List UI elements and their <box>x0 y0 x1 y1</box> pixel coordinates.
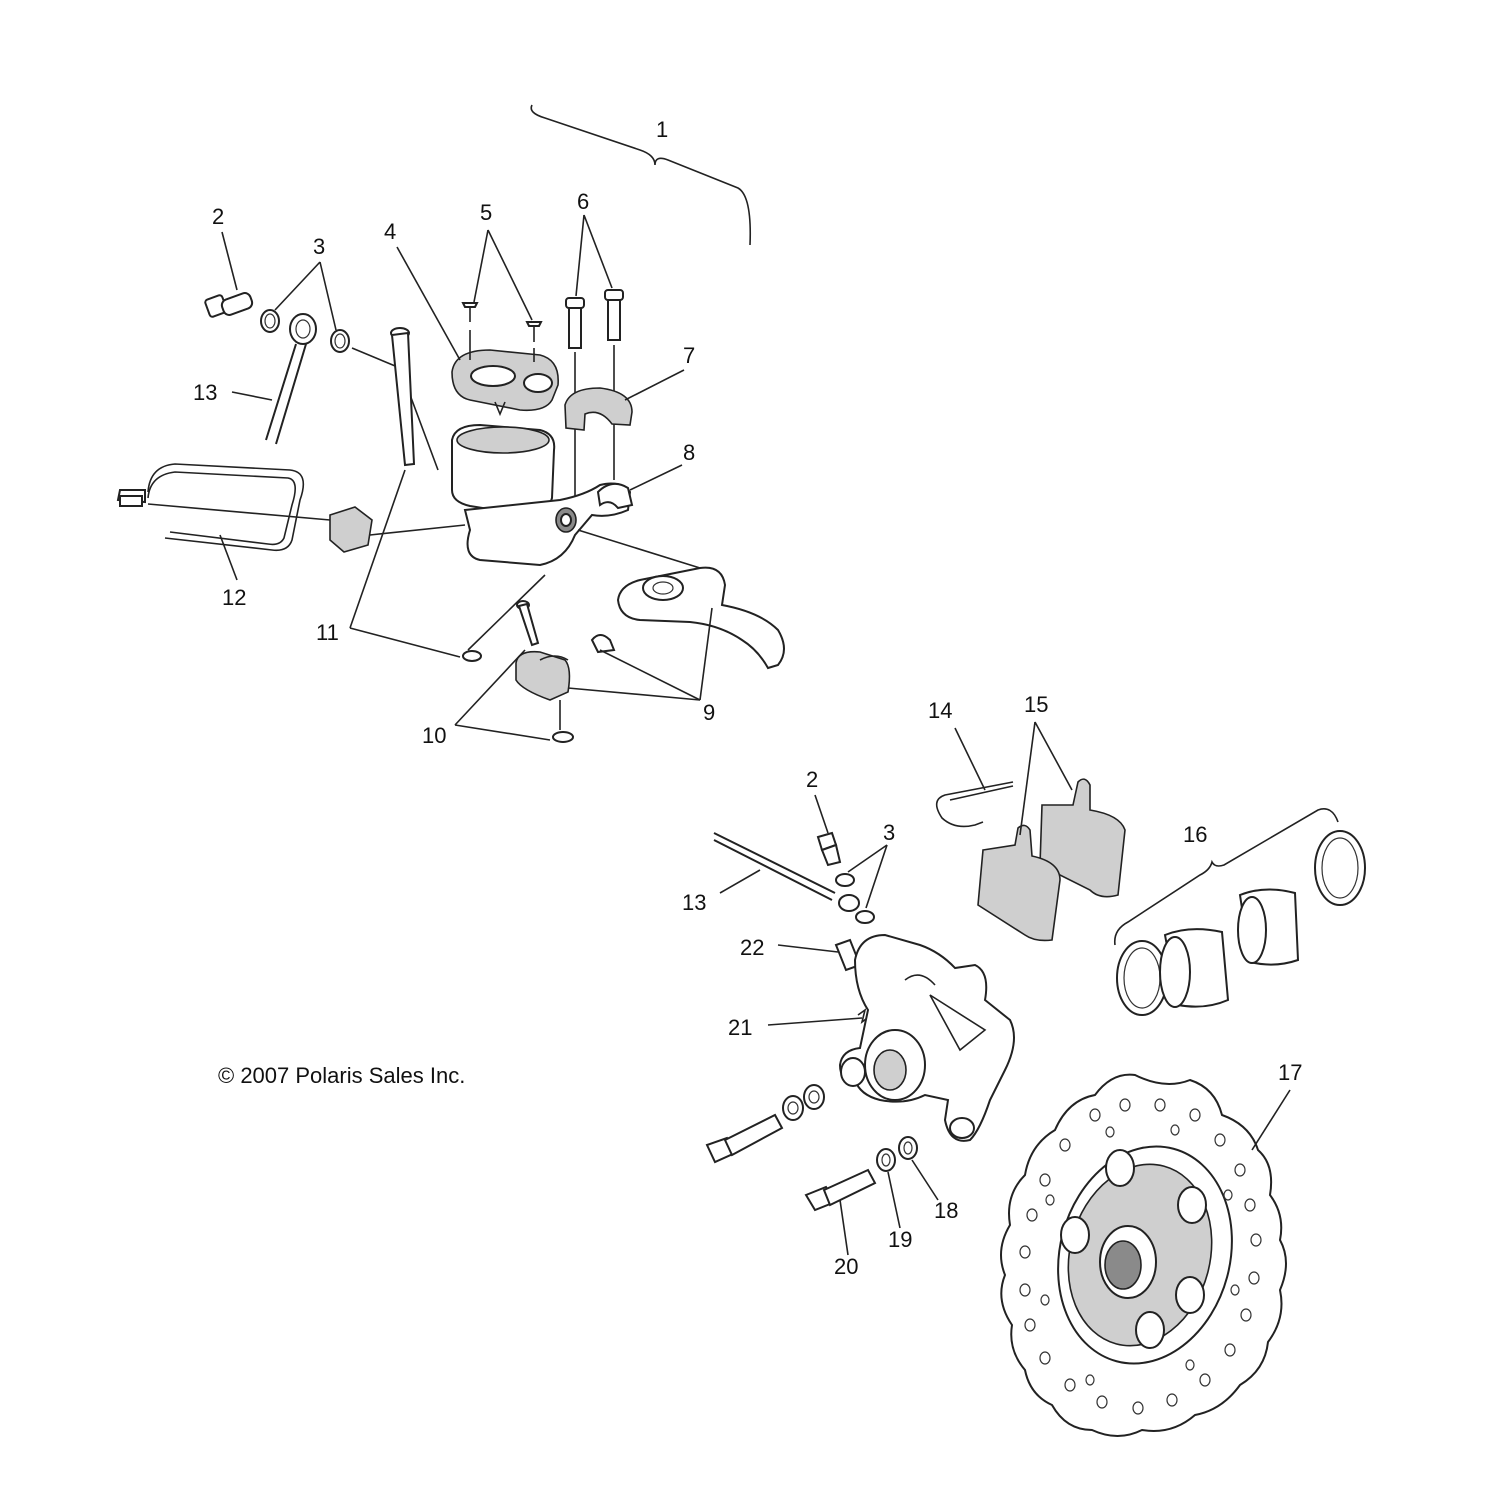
pivot-pin <box>390 327 416 467</box>
callout-9: 9 <box>703 700 715 725</box>
brake-caliper <box>838 933 1015 1142</box>
brake-lever <box>616 566 785 670</box>
lever-pin-and-spring <box>515 600 616 743</box>
banjo-bolt-top <box>204 292 254 318</box>
callout-19: 19 <box>888 1227 912 1252</box>
callout-13-top: 13 <box>193 380 217 405</box>
banjo-bolt-bottom <box>816 831 842 867</box>
copyright-notice: © 2007 Polaris Sales Inc. <box>218 1063 465 1088</box>
pad-retaining-pin <box>935 781 1014 828</box>
callout-11: 11 <box>316 620 339 645</box>
assembly-bracket-16 <box>1113 808 1339 946</box>
disc-drill-holes <box>1019 1098 1262 1415</box>
washer-bottom-2 <box>855 910 875 924</box>
reservoir-cap <box>451 349 559 417</box>
callout-18: 18 <box>934 1198 958 1223</box>
caliper-mount-bolt-lower <box>804 1136 918 1212</box>
callout-labels: 1 2 3 4 5 6 7 8 9 10 11 12 13 2 3 13 14 … <box>193 117 1302 1279</box>
piston-seals-and-pistons <box>1116 830 1366 1016</box>
master-cylinder-body <box>451 423 634 567</box>
callout-8: 8 <box>683 440 695 465</box>
leader-lines-bottom <box>719 721 1291 1256</box>
callout-14: 14 <box>928 698 952 723</box>
callout-3-bottom: 3 <box>883 820 895 845</box>
cap-screws <box>461 302 543 362</box>
callout-17: 17 <box>1278 1060 1302 1085</box>
assembly-bracket-1 <box>530 104 752 246</box>
callout-2-top: 2 <box>212 204 224 229</box>
callout-3-top: 3 <box>313 234 325 259</box>
brake-disc <box>1000 1073 1287 1437</box>
leader-lines-top <box>219 214 713 741</box>
brake-hose-bottom <box>713 832 836 901</box>
callout-10: 10 <box>422 723 446 748</box>
callout-22: 22 <box>740 935 764 960</box>
caliper-mount-bolt-upper <box>705 1084 825 1164</box>
brake-switch-harness <box>116 463 466 553</box>
callout-1: 1 <box>656 117 668 142</box>
callout-12: 12 <box>222 585 246 610</box>
callout-5: 5 <box>480 200 492 225</box>
retaining-clip-top <box>462 650 482 662</box>
callout-16: 16 <box>1183 822 1207 847</box>
callout-4: 4 <box>384 219 396 244</box>
washer-bottom-1 <box>835 873 855 887</box>
callout-20: 20 <box>834 1254 858 1279</box>
callout-15: 15 <box>1024 692 1048 717</box>
callout-21: 21 <box>728 1015 752 1040</box>
callout-13-bottom: 13 <box>682 890 706 915</box>
callout-7: 7 <box>683 343 695 368</box>
brake-pads <box>977 778 1126 942</box>
brake-hose-top <box>265 343 307 445</box>
callout-2-bottom: 2 <box>806 767 818 792</box>
callout-6: 6 <box>577 189 589 214</box>
handlebar-clamp <box>564 387 633 431</box>
